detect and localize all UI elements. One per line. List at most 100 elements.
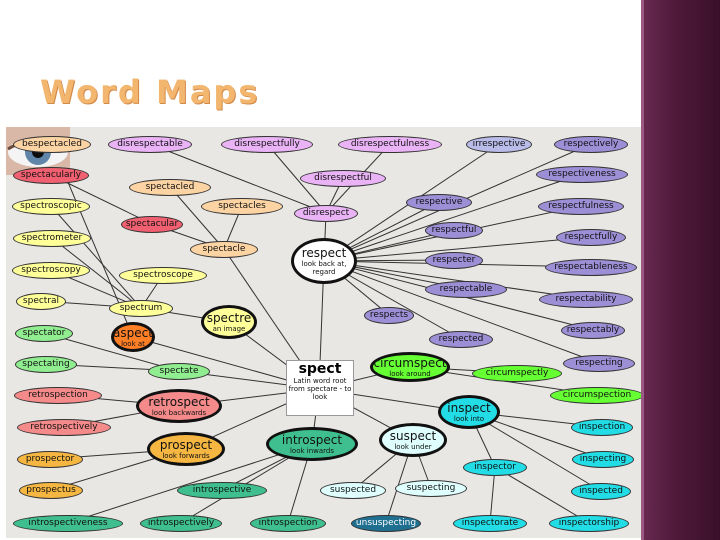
word-node: spectacled [129,178,211,196]
word-node: respectful [425,221,483,239]
word-node: spectate [148,362,210,380]
word-map: spect Latin word root from spectare - to… [6,127,641,538]
word-node: inspectorate [453,514,527,532]
word-node: spectacles [201,197,283,215]
word-node: introspectiveness [13,514,123,532]
main-node-meaning: look around [389,370,431,378]
word-node: introspectively [140,514,222,532]
word-node: spectacular [121,215,183,233]
word-node: prospectus [19,481,83,499]
slide-title: Word Maps [40,73,260,111]
link-spectrometer [51,237,142,309]
word-node: spectacularly [13,166,89,184]
word-node: respectfulness [538,197,624,215]
word-node: respectability [539,290,633,308]
word-node: disrespectfully [221,135,313,153]
main-node-label: retrospect [148,395,210,409]
main-node-label: respect [301,246,347,260]
center-word-box: spect Latin word root from spectare - to… [286,360,354,416]
word-node: spectrum [109,299,173,317]
link-respecting [323,260,600,364]
main-node-meaning: an image [212,325,246,333]
link-inspectorship [494,466,590,524]
link-respectiveness [323,173,583,262]
word-node: introspection [250,514,326,532]
main-node-meaning: look backwards [151,409,207,417]
main-node-meaning: look back at, regard [301,260,347,276]
word-node: spectral [16,292,66,310]
main-node-meaning: look forwards [162,452,210,460]
word-node: disrespect [294,204,358,222]
link-respectability [323,260,587,300]
word-node: respecter [425,251,483,269]
center-word: spect [298,361,342,377]
word-node: inspecting [572,450,634,468]
word-node: bespectacled [13,135,91,153]
word-node: inspectorship [549,514,629,532]
word-node: retrospectively [17,418,111,436]
main-node-label: spectre [206,311,252,325]
connector-lines [40,143,604,524]
main-node-label: inspect [447,401,491,415]
word-node: disrespectable [108,135,192,153]
word-node: spectacle [190,240,258,258]
link-spectroscopic [50,205,142,309]
main-node-label: introspect [281,433,343,447]
word-node: respectably [561,321,625,339]
word-node: circumspection [550,386,641,404]
word-node: suspected [320,481,386,499]
word-node: respectableness [545,258,637,276]
word-node: retrospection [14,386,102,404]
word-node: disrespectfulness [338,135,442,153]
word-node: irrespective [466,135,532,153]
word-node: respective [406,193,472,211]
word-node: inspector [463,458,527,476]
center-definition: Latin word root from spectare - to look [288,377,352,401]
word-node: prospector [17,450,83,468]
main-node-meaning: look under [394,443,432,451]
word-node: respects [364,306,414,324]
link-disrespectable [149,143,327,214]
main-node-meaning: look into [453,415,485,423]
word-node: spectroscopic [12,197,90,215]
word-node: respectable [425,280,507,298]
word-node: disrespectful [300,169,386,187]
word-node: spectroscopy [12,261,90,279]
link-inspected [468,411,602,492]
main-node-label: prospect [159,438,213,452]
word-node: respectfully [556,228,626,246]
sidebar-band [641,0,720,540]
word-node: suspecting [395,479,467,497]
link-disrespectfully [266,143,327,214]
word-node: inspected [571,482,631,500]
main-node-meaning: look at [121,340,145,348]
link-spectacularly [50,174,153,225]
main-node-label: circumspect [373,356,447,370]
link-inspectorate [489,466,496,524]
word-node: respecting [563,354,635,372]
word-node: respectiveness [536,165,628,183]
word-node: spectroscope [119,266,207,284]
word-node: inspection [571,418,633,436]
word-node: unsuspecting [351,514,421,532]
word-node: spectrometer [13,229,91,247]
word-node: respected [429,330,493,348]
word-node: respectively [554,135,628,153]
main-node-label: suspect [389,429,437,443]
word-node: introspective [177,481,267,499]
word-node: spectating [15,355,77,373]
word-node: circumspectly [472,364,562,382]
word-node: spectator [15,324,73,342]
main-node-meaning: look inwards [289,447,335,455]
main-node-label: aspect [113,326,153,340]
link-respectfully [323,236,592,262]
